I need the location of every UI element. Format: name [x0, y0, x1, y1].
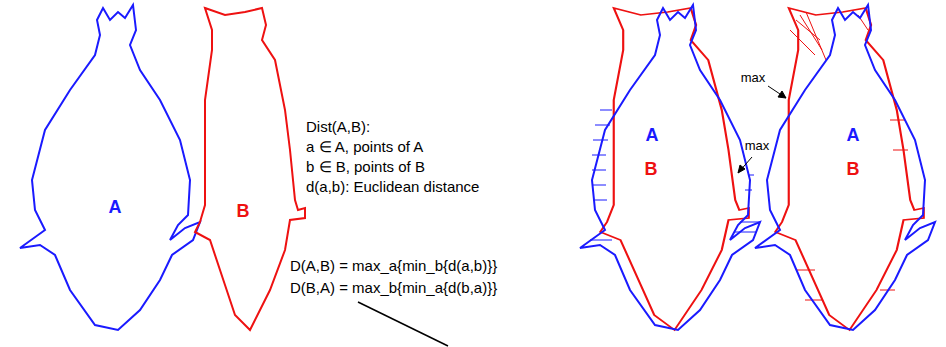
max-marker: max [745, 139, 770, 153]
shape-a [20, 5, 200, 330]
definition-text: a ∈ A, points of A [306, 139, 423, 156]
max-marker: max [741, 71, 766, 85]
overlay-1 [580, 5, 760, 330]
definition-text: Dist(A,B): [306, 119, 370, 136]
shape-label: A [646, 126, 659, 146]
leader-lines [358, 86, 786, 346]
definition-text: d(a,b): Euclidean distance [306, 179, 479, 196]
shape-label: B [237, 202, 250, 222]
formula-text: D(A,B) = max_a{min_b{d(a,b)}} [290, 258, 497, 275]
shape-b [195, 8, 305, 330]
shape-label: A [847, 126, 860, 146]
formula-text: D(B,A) = max_b{min_a{d(b,a)}} [290, 280, 497, 297]
shape-label: A [109, 198, 122, 218]
shape-label: B [847, 160, 860, 180]
overlay-2 [755, 5, 935, 330]
shape-label: B [645, 160, 658, 180]
definition-text: b ∈ B, points of B [306, 159, 425, 176]
